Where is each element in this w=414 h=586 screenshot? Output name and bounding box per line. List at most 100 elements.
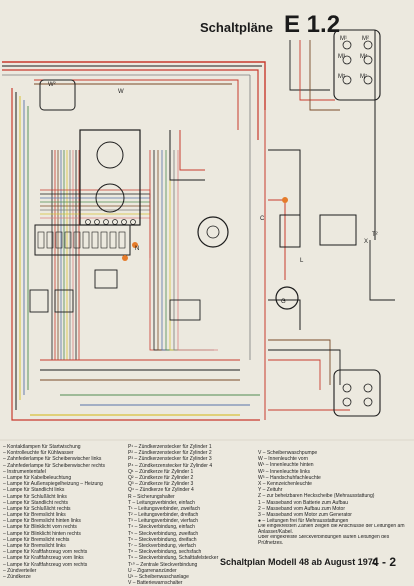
legend-entry: Q⁴ – Zündkerze für Zylinder 4 <box>128 487 194 494</box>
wire <box>268 149 301 230</box>
fuse <box>118 231 126 249</box>
component-label: M⁵ <box>338 73 346 80</box>
component-label: W <box>118 89 124 95</box>
legend-entry: – Lampe für Kabelbeleuchtung <box>3 474 72 481</box>
legend-entry: Über eingekreiste Steckverbindungen lauf… <box>258 535 390 547</box>
component-label: M³ <box>338 54 345 60</box>
legend-entry: 3 – Masseband vom Motor zum Generator <box>258 511 352 518</box>
legend-entry: – Zündkerze <box>3 573 31 580</box>
legend-entry: – Lampe für Außenspiegelheizung – Heizun… <box>3 481 103 488</box>
fuse <box>55 231 63 249</box>
distributor <box>197 216 229 248</box>
legend-entry: Q³ – Zündkerze für Zylinder 3 <box>128 481 194 488</box>
legend-entry: ● – Leitungen frei für Mehrausstattungen <box>258 518 349 525</box>
component-label: G <box>281 299 286 305</box>
component-label: M¹ <box>340 36 347 42</box>
legend-entry: Y – Zeituhr <box>258 487 283 494</box>
legend-entry: T¹⁰ – Zentrale Steckverbindung <box>128 561 198 568</box>
fuel-gauge <box>95 183 125 213</box>
legend-entry: – Zahnfederlampe für Scheibenwischer lin… <box>3 456 102 463</box>
legend-entry: V – Scheibenwaschpumpe <box>258 450 318 456</box>
legend-entry: – Lampe für Bremslicht rechts <box>3 536 70 543</box>
component-label: W² <box>48 82 56 88</box>
lamp-bulb <box>363 383 373 393</box>
legend-entry: – Lampe für Schlußlicht links <box>3 493 67 500</box>
relay <box>54 289 74 313</box>
legend-entry: – Instrumententafel <box>3 468 46 475</box>
diagram-code: E 1.2 <box>284 11 341 38</box>
legend-entry: – Lampe für Bremslicht links <box>3 543 66 549</box>
component-label: M⁴ <box>360 53 368 60</box>
lamp-bulb <box>363 397 373 407</box>
legend-entry: U¹ – Scheibenwaschanlage <box>128 573 189 580</box>
wire <box>34 79 239 130</box>
wire <box>268 339 331 385</box>
legend-entry: W¹ – Innenleuchte hinten <box>258 462 314 469</box>
fuse <box>109 231 117 249</box>
fuse-box <box>34 224 131 256</box>
legend-entry: R – Sicherungshalter <box>128 493 175 500</box>
legend-entry: P³ – Zündkerzenstecker für Zylinder 3 <box>128 456 212 463</box>
legend-entry: – Kontaktlampen für Startwischung <box>3 444 81 450</box>
fuse <box>37 231 45 249</box>
lamp-bulb <box>363 55 373 65</box>
ignition-coil <box>279 214 301 248</box>
wire <box>268 359 321 390</box>
lamp-bulb <box>342 55 352 65</box>
legend-left: – Kontaktlampen für Startwischung– Kontr… <box>3 444 125 580</box>
legend-entry: – Lampe für Standlicht links <box>3 487 65 494</box>
legend-entry: W – Innenleuchte vorn <box>258 456 309 463</box>
legend-entry: P¹ – Zündkerzenstecker für Zylinder 1 <box>128 444 212 450</box>
wire <box>179 130 205 171</box>
component-label: M⁷ <box>360 73 367 80</box>
legend-entry: – Lampe für Standlicht rechts <box>3 499 69 506</box>
legend-entry: – Lampe für Schlußlicht rechts <box>3 505 71 512</box>
lamp-bulb <box>363 40 373 50</box>
legend-entry: T⁸ – Steckverbindung, sechsfach <box>128 549 202 556</box>
connector-block <box>169 299 201 321</box>
legend-entry: V – Batteriewarnschalter <box>128 580 183 586</box>
legend-entry: T⁴ – Steckverbindung, einfach <box>128 524 195 531</box>
legend-entry: T³ – Leitungsverbinder, vierfach <box>128 518 199 525</box>
component-label: T² <box>372 232 378 238</box>
component-label: C <box>260 216 265 222</box>
legend-entry: – Kontrolleuchte für Kühlwasser <box>3 450 74 457</box>
legend-entry: – Lampe für Bremslicht links <box>3 512 66 519</box>
diagram-title: Schaltpläne <box>200 20 273 35</box>
wire <box>268 349 341 385</box>
instrument-cluster <box>79 129 141 226</box>
optional-connection-dot <box>122 255 128 261</box>
lamp-bulb <box>342 397 352 407</box>
lamp-bulb <box>342 40 352 50</box>
legend-entry: T² – Leitungsverbinder, dreifach <box>128 512 199 519</box>
fuse <box>100 231 108 249</box>
warning-lamp <box>130 219 136 225</box>
legend-entry: P⁴ – Zündkerzenstecker für Zylinder 4 <box>128 462 213 469</box>
wire <box>299 40 335 101</box>
legend-entry: – Lampe für Bremslicht hinten links <box>3 518 81 525</box>
legend-entry: Q² – Zündkerze für Zylinder 2 <box>128 474 194 481</box>
legend-entry: T⁷ – Steckverbindung, vierfach <box>128 543 196 549</box>
legend-entry: – Lampe für Kraftfahrzeug vorn rechts <box>3 561 88 568</box>
distributor-rotor <box>206 225 220 239</box>
wire <box>40 205 151 246</box>
warning-lamp <box>121 219 127 225</box>
legend-entry: – Lampe für Kraftfahrzeug vorn links <box>3 555 84 562</box>
lamp-bulb <box>342 383 352 393</box>
wire <box>369 240 395 301</box>
wire <box>177 150 218 351</box>
optional-connection-dot <box>132 242 138 248</box>
warning-lamp <box>94 219 100 225</box>
wiper-motor <box>319 214 357 246</box>
legend-entry: T⁵ – Steckverbindung, zweifach <box>128 530 199 537</box>
wire <box>309 40 340 111</box>
wire <box>40 201 151 242</box>
wire <box>2 69 259 140</box>
component-label: M² <box>362 36 369 42</box>
legend-entry: T – Leitungsverbinder, einfach <box>128 499 195 506</box>
legend-entry: – Zündverteiler <box>3 567 37 574</box>
fuse <box>64 231 72 249</box>
